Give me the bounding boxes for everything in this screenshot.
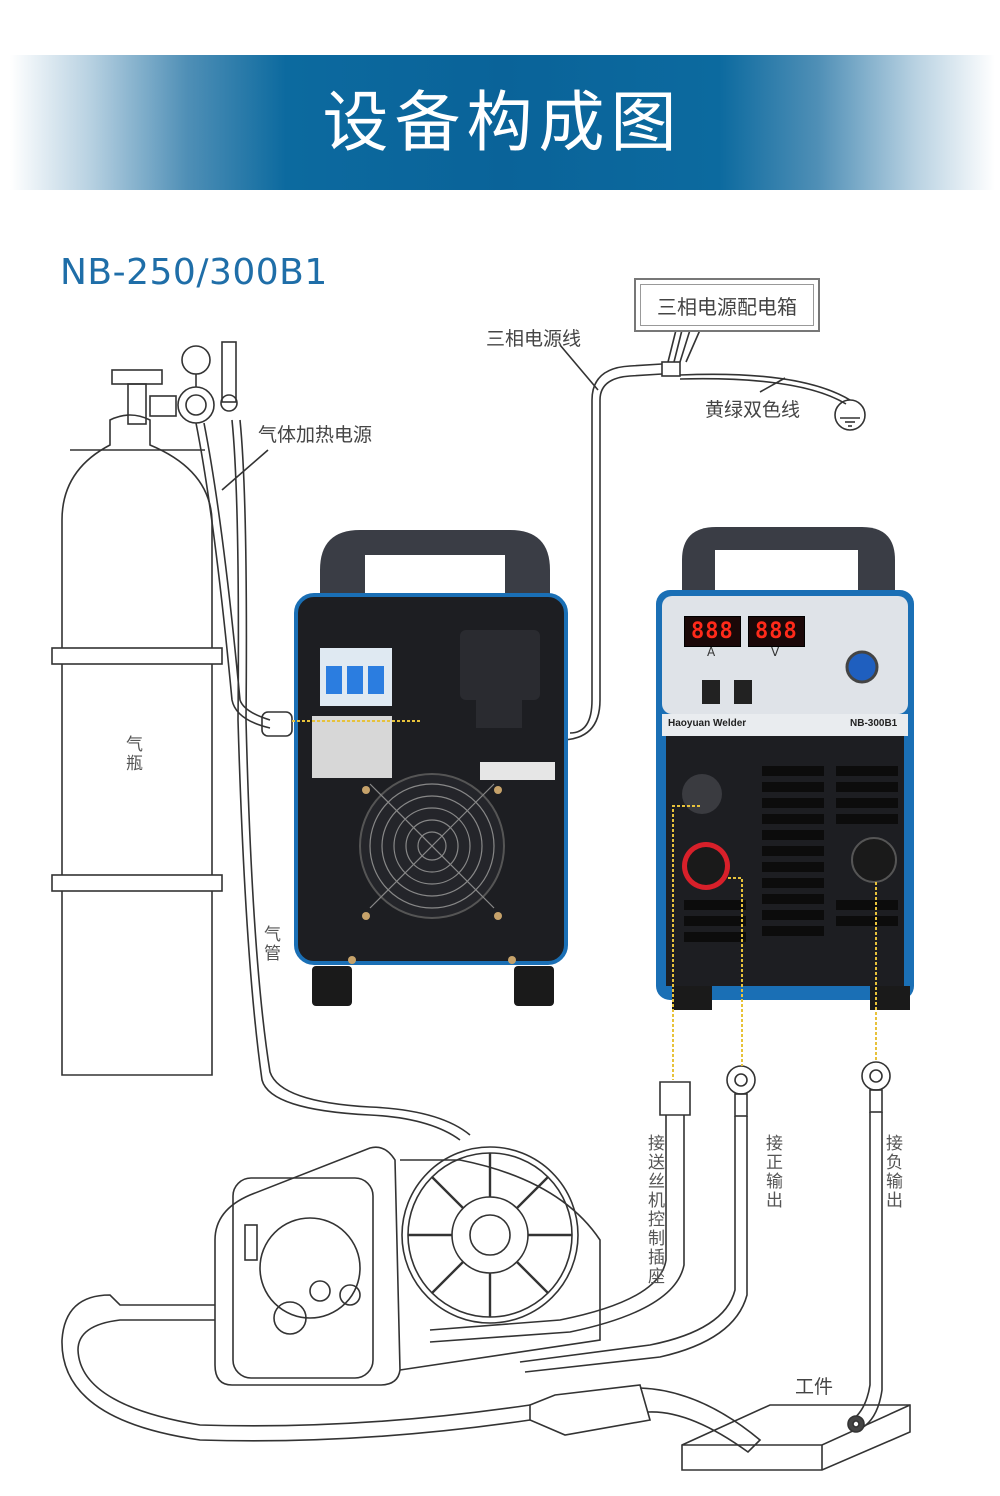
wire-feeder-icon [214, 1146, 601, 1386]
gas-cylinder-icon [51, 369, 223, 1076]
front-model-text: NB-300B1 [850, 718, 898, 729]
distribution-box-label: 三相电源配电箱 [634, 278, 820, 332]
ammeter-unit: A [707, 645, 716, 659]
regulator-icon [149, 341, 238, 424]
ground-wire-label: 黄绿双色线 [705, 399, 801, 421]
ammeter-display: 888 [684, 616, 741, 647]
welder-rear-view [292, 530, 568, 1006]
negative-output-label: 接负输出 [882, 1134, 902, 1210]
model-name: NB-250/300B1 [60, 252, 328, 293]
title-banner: 设备构成图 [10, 55, 995, 190]
workpiece-label: 工件 [795, 1376, 834, 1398]
page-title: 设备构成图 [322, 84, 683, 161]
wire-feeder-socket-label: 接送丝机控制插座 [644, 1134, 664, 1286]
gas-cylinder-label: 气瓶 [122, 735, 142, 773]
voltmeter-unit: V [771, 645, 780, 659]
voltmeter-display: 888 [748, 616, 805, 647]
gas-hose-label: 气管 [260, 925, 280, 963]
positive-output-label: 接正输出 [762, 1134, 782, 1210]
brand-text: Haoyuan Welder [668, 718, 747, 729]
welder-front-view [656, 527, 914, 1080]
three-phase-cable-label: 三相电源线 [486, 328, 582, 350]
gas-heater-power-label: 气体加热电源 [258, 424, 373, 446]
